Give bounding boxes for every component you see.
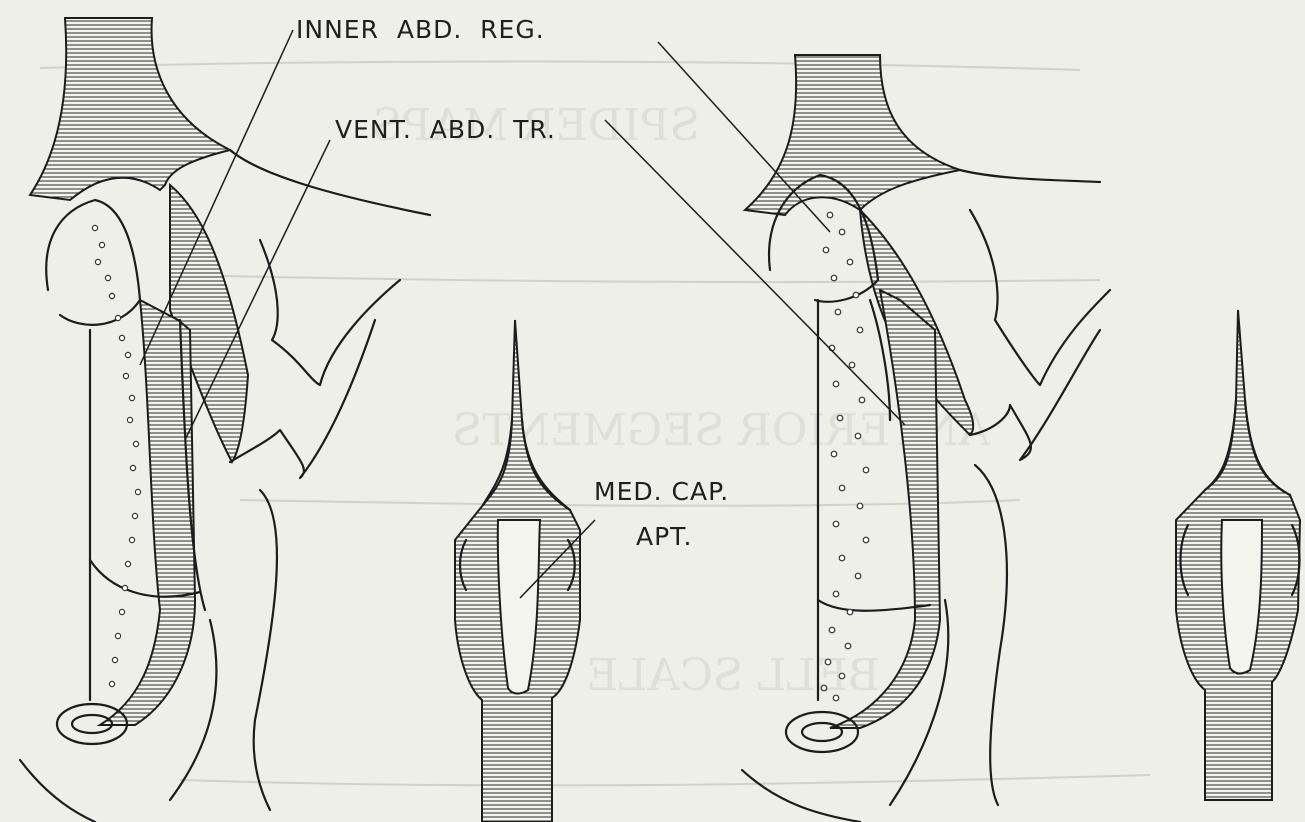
right-capsule-drawing bbox=[1176, 310, 1300, 800]
bleed-through-background: SPIDER MAPS ANTERIOR SEGMENTS BELL SCALE bbox=[40, 62, 1150, 786]
label-vent-abd-tr: VENT. ABD. TR. bbox=[335, 115, 556, 144]
center-capsule-drawing bbox=[455, 320, 580, 822]
label-med-cap: MED. CAP. bbox=[594, 477, 729, 506]
label-apt: APT. bbox=[636, 522, 692, 551]
left-specimen-dots bbox=[92, 225, 140, 686]
label-inner-abd-reg: INNER ABD. REG. bbox=[296, 15, 545, 44]
right-specimen-dots bbox=[821, 212, 869, 701]
svg-text:BELL SCALE: BELL SCALE bbox=[586, 650, 880, 701]
